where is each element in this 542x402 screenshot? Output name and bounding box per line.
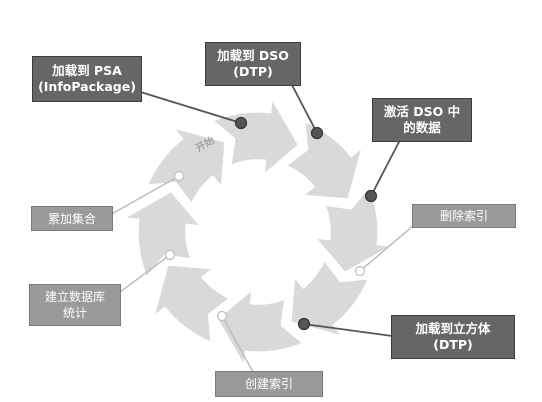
connector-lines xyxy=(109,84,421,373)
connector-dot xyxy=(310,126,324,140)
ring-arrow-segment xyxy=(313,185,394,274)
step-box-aggregate: 累加集合 xyxy=(31,206,113,231)
connector-line xyxy=(303,323,393,337)
step-label-line1: 删除索引 xyxy=(439,209,488,223)
step-box-load-psa: 加载到 PSA(InfoPackage) xyxy=(32,56,142,102)
step-box-db-statistics: 建立数据库统计 xyxy=(29,284,121,326)
step-label-line1: 建立数据库 xyxy=(44,290,105,304)
connector-line xyxy=(109,175,180,216)
step-box-load-cube: 加载到立方体(DTP) xyxy=(391,315,515,359)
step-label-line2: 统计 xyxy=(62,306,87,320)
connector-dots xyxy=(164,116,378,331)
connector-dot xyxy=(364,189,378,203)
ring-arrows xyxy=(122,96,394,368)
step-label-line1: 累加集合 xyxy=(47,211,96,226)
connector-line xyxy=(291,84,318,134)
connector-line xyxy=(133,89,242,124)
connector-line xyxy=(119,254,171,293)
connector-dot xyxy=(164,249,176,261)
connector-line xyxy=(370,139,401,197)
step-box-load-dso: 加载到 DSO(DTP) xyxy=(205,42,301,86)
step-box-create-index: 创建索引 xyxy=(215,371,323,397)
step-box-delete-index: 删除索引 xyxy=(412,204,516,228)
ring-arrow-segment xyxy=(290,258,370,338)
connector-line xyxy=(359,219,421,272)
ring-arrow-segment xyxy=(146,126,226,206)
ring-arrow-segment xyxy=(152,264,232,344)
connector-dot xyxy=(297,317,311,331)
step-label-line1: 加载到立方体 xyxy=(415,321,491,336)
step-label-line1: 激活 DSO 中 xyxy=(383,104,461,119)
step-box-activate-dso: 激活 DSO 中的数据 xyxy=(372,98,472,142)
step-label-line1: 创建索引 xyxy=(244,377,293,391)
step-label-line2: (DTP) xyxy=(233,64,273,79)
ring-arrow-segment xyxy=(216,287,305,368)
step-label-line2: 的数据 xyxy=(403,120,441,135)
connector-dot xyxy=(216,310,228,322)
connector-line xyxy=(221,315,254,373)
ring-arrow-segment xyxy=(122,190,203,279)
step-label-line1: 加载到 PSA xyxy=(52,63,122,78)
step-label-line2: (InfoPackage) xyxy=(38,79,136,94)
step-label-line1: 加载到 DSO xyxy=(217,48,289,63)
connector-dot xyxy=(173,170,185,182)
connector-dot xyxy=(354,265,366,277)
step-label-line2: (DTP) xyxy=(433,337,473,352)
ring-arrow-segment xyxy=(284,120,364,200)
ring-arrow-segment xyxy=(211,96,300,177)
connector-dot xyxy=(234,116,248,130)
